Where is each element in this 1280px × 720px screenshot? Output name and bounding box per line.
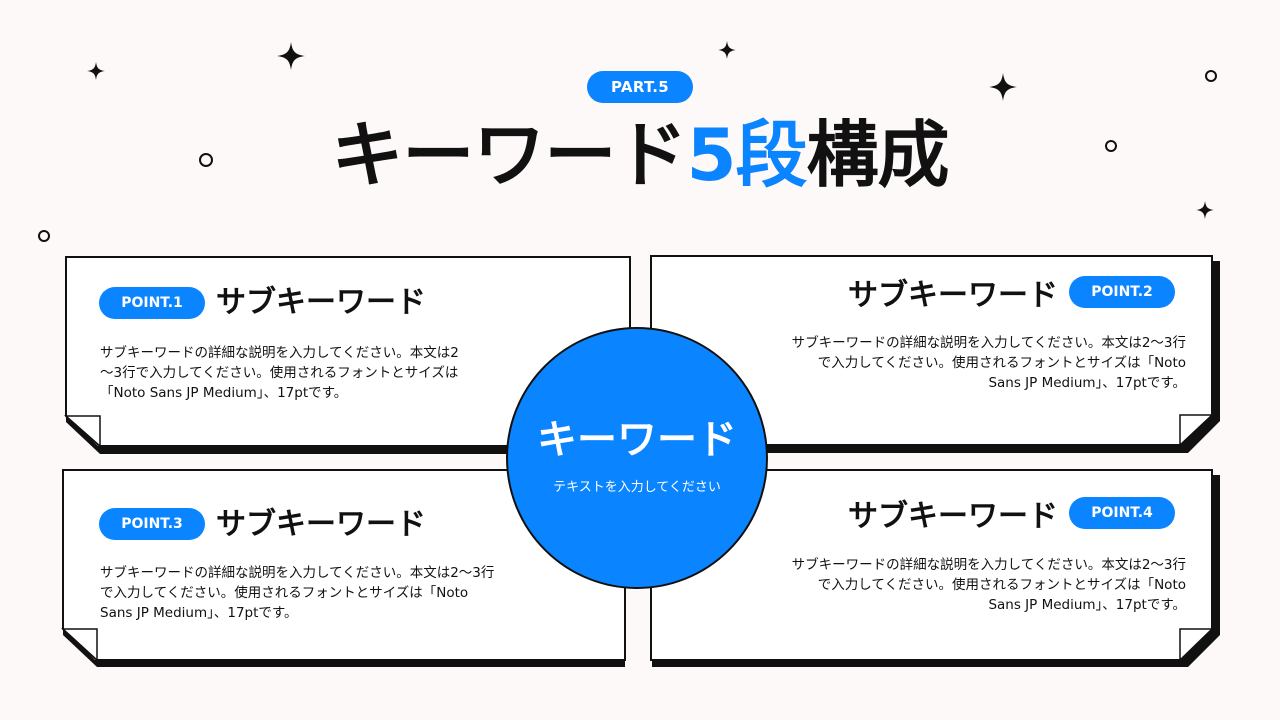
description-line: サブキーワードの詳細な説明を入力してください。本文は2〜3行	[791, 335, 1186, 351]
circle-outline-icon	[1205, 70, 1217, 82]
circle-outline-icon	[1105, 140, 1117, 152]
circle-outline-icon	[38, 230, 50, 242]
description-line: Sans JP Medium」、17ptです。	[988, 375, 1186, 391]
description-line: サブキーワードの詳細な説明を入力してください。本文は2〜3行	[791, 557, 1186, 573]
title-suffix: 構成	[806, 113, 950, 197]
card-frame	[64, 256, 631, 454]
description-line: で入力してください。使用されるフォントとサイズは「Noto	[817, 577, 1186, 593]
description-line: 〜3行で入力してください。使用されるフォントとサイズは	[100, 365, 459, 381]
description-line: で入力してください。使用されるフォントとサイズは「Noto	[100, 585, 469, 601]
point-description: サブキーワードの詳細な説明を入力してください。本文は2〜3行 で入力してください…	[100, 563, 570, 623]
sparkle-icon	[989, 73, 1017, 101]
point-badge: POINT.2	[1069, 276, 1175, 308]
point-badge: POINT.4	[1069, 497, 1175, 529]
center-keyword-subtitle: テキストを入力してください	[553, 479, 721, 495]
sparkle-icon	[1196, 201, 1214, 219]
point-title: サブキーワード	[848, 499, 1058, 534]
part-badge: PART.5	[587, 71, 693, 103]
description-line: 「Noto Sans JP Medium」、17ptです。	[100, 385, 348, 401]
description-line: サブキーワードの詳細な説明を入力してください。本文は2	[100, 345, 459, 361]
page-title: キーワード5段構成	[0, 110, 1280, 200]
point-description: サブキーワードの詳細な説明を入力してください。本文は2〜3行 で入力してください…	[716, 333, 1186, 393]
description-line: Sans JP Medium」、17ptです。	[100, 605, 298, 621]
point-badge: POINT.1	[99, 287, 205, 319]
circle-outline-icon	[199, 153, 213, 167]
center-keyword-circle: キーワード テキストを入力してください	[506, 327, 768, 589]
point-card-1: POINT.1 サブキーワード サブキーワードの詳細な説明を入力してください。本…	[58, 256, 632, 456]
title-prefix: キーワード	[331, 113, 687, 197]
description-line: Sans JP Medium」、17ptです。	[988, 597, 1186, 613]
point-title: サブキーワード	[216, 507, 426, 542]
sparkle-icon	[87, 62, 105, 80]
center-keyword-title: キーワード	[537, 416, 737, 463]
point-description: サブキーワードの詳細な説明を入力してください。本文は2 〜3行で入力してください…	[100, 343, 530, 403]
point-card-3: POINT.3 サブキーワード サブキーワードの詳細な説明を入力してください。本…	[55, 469, 629, 669]
point-title: サブキーワード	[216, 285, 426, 320]
title-accent: 5段	[686, 113, 807, 197]
point-description: サブキーワードの詳細な説明を入力してください。本文は2〜3行 で入力してください…	[716, 555, 1186, 615]
point-title: サブキーワード	[848, 278, 1058, 313]
point-badge: POINT.3	[99, 508, 205, 540]
sparkle-icon	[718, 41, 736, 59]
sparkle-icon	[277, 42, 305, 70]
description-line: で入力してください。使用されるフォントとサイズは「Noto	[817, 355, 1186, 371]
point-card-4: POINT.4 サブキーワード サブキーワードの詳細な説明を入力してください。本…	[650, 469, 1224, 669]
description-line: サブキーワードの詳細な説明を入力してください。本文は2〜3行	[100, 565, 495, 581]
